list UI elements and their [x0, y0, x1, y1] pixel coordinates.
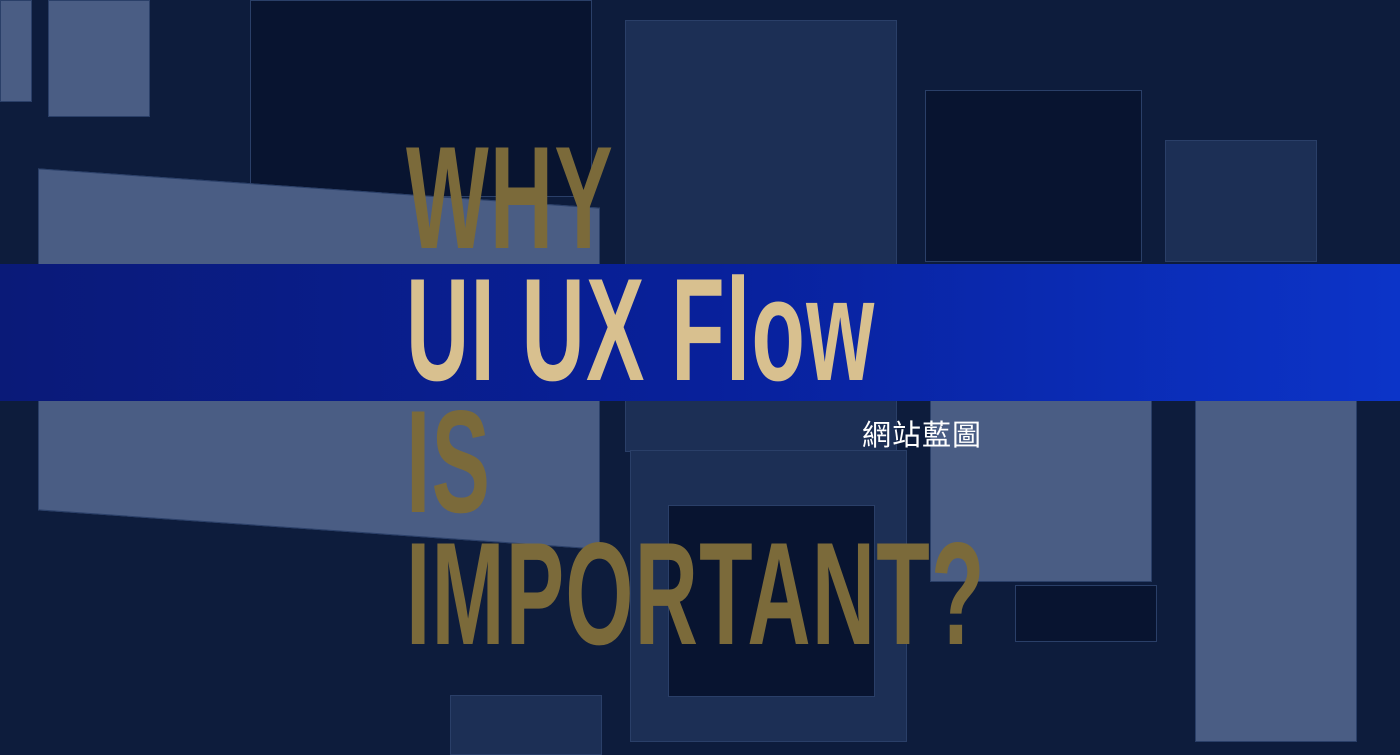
screen-panel [668, 505, 875, 697]
screen-panel [48, 0, 150, 117]
screen-panel [1165, 140, 1317, 262]
screen-panel [450, 695, 602, 755]
headline-why: WHY [406, 116, 614, 279]
screen-panel [925, 90, 1142, 262]
headline-important: IMPORTANT? [406, 512, 986, 675]
headline-is: IS [406, 380, 492, 543]
headline-ui-ux-flow: UI UX Flow [406, 248, 876, 411]
screen-panel [0, 0, 32, 102]
screen-panel [1195, 400, 1357, 742]
screen-panel [1015, 585, 1157, 642]
highlight-band [0, 264, 1400, 401]
subtitle: 網站藍圖 [862, 418, 983, 452]
